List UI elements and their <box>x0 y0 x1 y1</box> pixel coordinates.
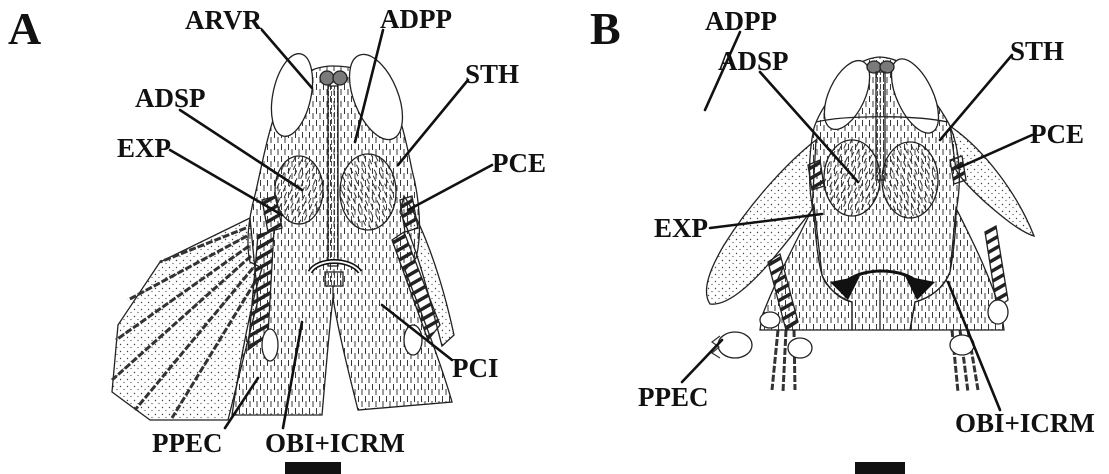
panel-b: B <box>590 3 1095 474</box>
snout-right <box>333 71 347 85</box>
panel-a: A <box>8 3 546 474</box>
leader-ppec <box>682 340 722 382</box>
fin-ray <box>783 330 786 392</box>
label-pce: PCE <box>1030 119 1084 149</box>
label-exp: EXP <box>654 213 708 243</box>
label-exp: EXP <box>117 133 171 163</box>
snout-left <box>867 61 881 73</box>
ppec-paddle <box>718 332 752 358</box>
label-obi-icrm: OBI+ICRM <box>265 428 405 458</box>
hyoid-plate <box>325 272 343 286</box>
fin-base-oval <box>760 312 780 328</box>
central-muscle-strip <box>328 86 338 266</box>
label-adpp: ADPP <box>380 4 452 34</box>
label-obi-icrm: OBI+ICRM <box>955 408 1095 438</box>
scale-bar-b <box>855 462 905 474</box>
label-arvr: ARVR <box>185 5 263 35</box>
snout-right <box>880 61 894 73</box>
fin-base-oval <box>988 300 1008 324</box>
panel-a-letter: A <box>8 3 41 54</box>
leader-pce <box>408 165 492 210</box>
label-sth: STH <box>1010 36 1064 66</box>
fin-ray <box>772 330 778 390</box>
left-fin-base-oval <box>262 329 278 361</box>
label-pci: PCI <box>452 353 499 383</box>
label-ppec: PPEC <box>638 382 709 412</box>
scale-bar-a <box>285 462 341 474</box>
right-adsp-muscle <box>882 142 938 218</box>
label-adpp: ADPP <box>705 6 777 36</box>
label-adsp: ADSP <box>135 83 206 113</box>
label-adsp: ADSP <box>718 46 789 76</box>
right-adsp-muscle <box>340 154 396 230</box>
label-pce: PCE <box>492 148 546 178</box>
panel-b-letter: B <box>590 3 621 54</box>
leader-sth <box>940 55 1012 140</box>
leader-sth <box>398 80 468 165</box>
snout-left <box>320 71 334 85</box>
label-ppec: PPEC <box>152 428 223 458</box>
fin-base-oval <box>788 338 812 358</box>
label-sth: STH <box>465 59 519 89</box>
